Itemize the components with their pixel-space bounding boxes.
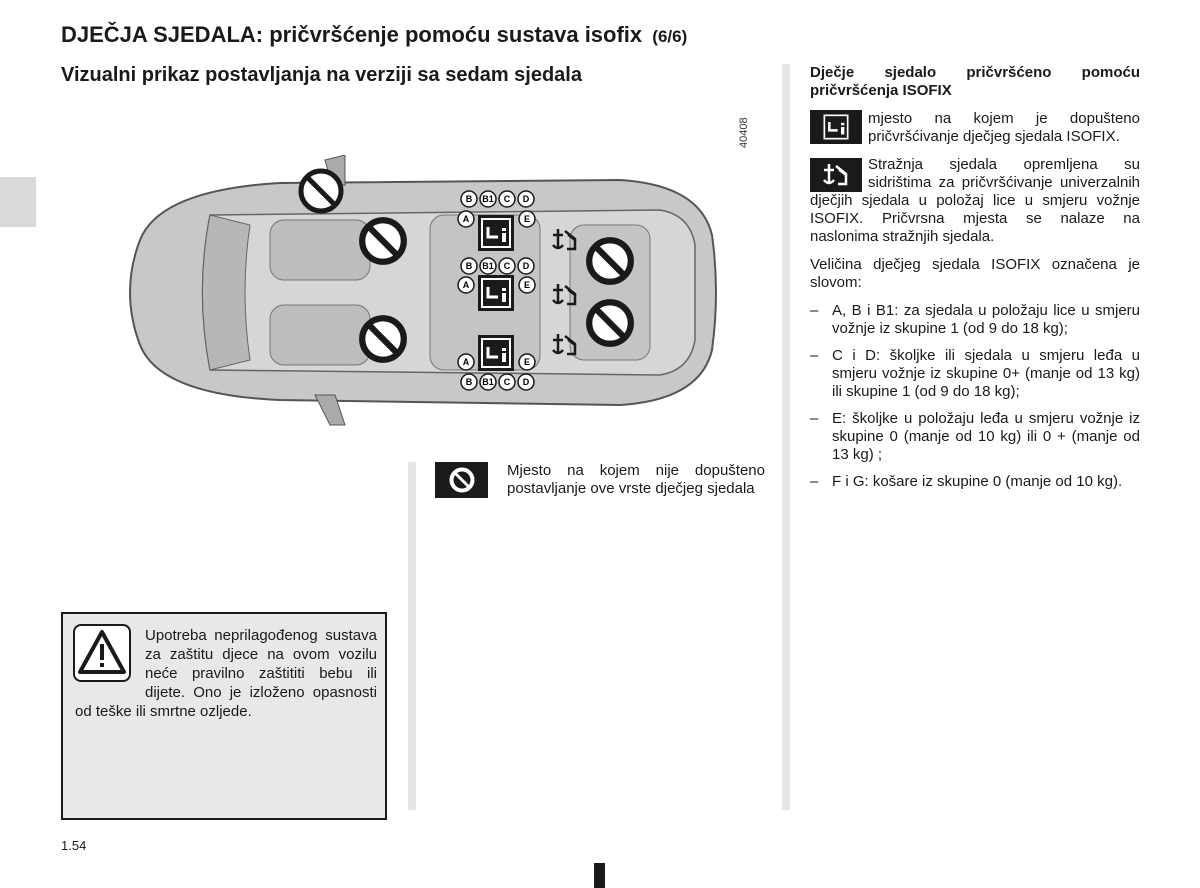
anchor-seat-icon (810, 158, 862, 192)
car-seat-diagram: B B1 C D A E B B1 C D A E A E B B1 C D (129, 155, 717, 426)
isofix-paragraph: mjesto na kojem je dopušteno pričvršćiva… (810, 110, 1140, 146)
anchor-paragraph: Stražnja sjedala opremljena su sidrištim… (810, 156, 1140, 245)
list-item: –F i G: košare iz skupine 0 (manje od 10… (810, 473, 1123, 490)
seat-label-b1: B1 (482, 261, 494, 271)
seat-label-e: E (524, 357, 530, 367)
legend-sidebar-bar (408, 462, 416, 810)
seat-label-b1: B1 (482, 377, 494, 387)
chapter-tab (0, 177, 36, 227)
seat-label-a: A (463, 357, 470, 367)
seat-label-d: D (523, 261, 530, 271)
seat-label-b: B (466, 377, 473, 387)
page-part: (6/6) (652, 27, 688, 46)
seat-label-e: E (524, 280, 530, 290)
seat-label-c: C (504, 261, 511, 271)
seat-label-c: C (504, 377, 511, 387)
seat-label-b: B (466, 194, 473, 204)
seat-label-e: E (524, 214, 530, 224)
seat-label-d: D (523, 194, 530, 204)
isofix-seat-icon (810, 110, 862, 144)
seat-label-d: D (523, 377, 530, 387)
seat-label-a: A (463, 280, 470, 290)
seat-label-a: A (463, 214, 470, 224)
right-column: Dječje sjedalo pričvršćeno pomoću pričvr… (810, 64, 1140, 500)
section-subtitle: Vizualni prikaz postavljanja na verziji … (61, 64, 582, 86)
list-item: –E: školjke u položaju leđa u smjeru vož… (810, 410, 1140, 463)
warning-triangle-icon (73, 624, 131, 682)
size-intro: Veličina dječjeg sjedala ISOFIX označena… (810, 256, 1140, 291)
seat-label-b: B (466, 261, 473, 271)
page-title: DJEČJA SJEDALA: pričvršćenje pomoću sust… (61, 22, 688, 47)
legend-description: Mjesto na kojem nije dopušteno postavlja… (507, 462, 765, 497)
seat-label-b1: B1 (482, 194, 494, 204)
figure-number: 40408 (738, 117, 750, 148)
no-entry-icon (435, 462, 488, 498)
right-column-bar (782, 64, 790, 810)
seat-label-c: C (504, 194, 511, 204)
page-number: 1.54 (61, 838, 87, 853)
warning-box: Upotreba neprilagođenog sustava za zašti… (61, 612, 387, 820)
isofix-heading: Dječje sjedalo pričvršćeno pomoću pričvr… (810, 64, 1140, 99)
list-item: –C i D: školjke ili sjedala u smjeru leđ… (810, 347, 1140, 400)
warning-text: Upotreba neprilagođenog sustava za zašti… (75, 627, 377, 720)
size-list: –A, B i B1: za sjedala u položaju lice u… (810, 302, 1140, 491)
list-item: –A, B i B1: za sjedala u položaju lice u… (810, 302, 1140, 337)
page-edge-mark (594, 863, 605, 888)
